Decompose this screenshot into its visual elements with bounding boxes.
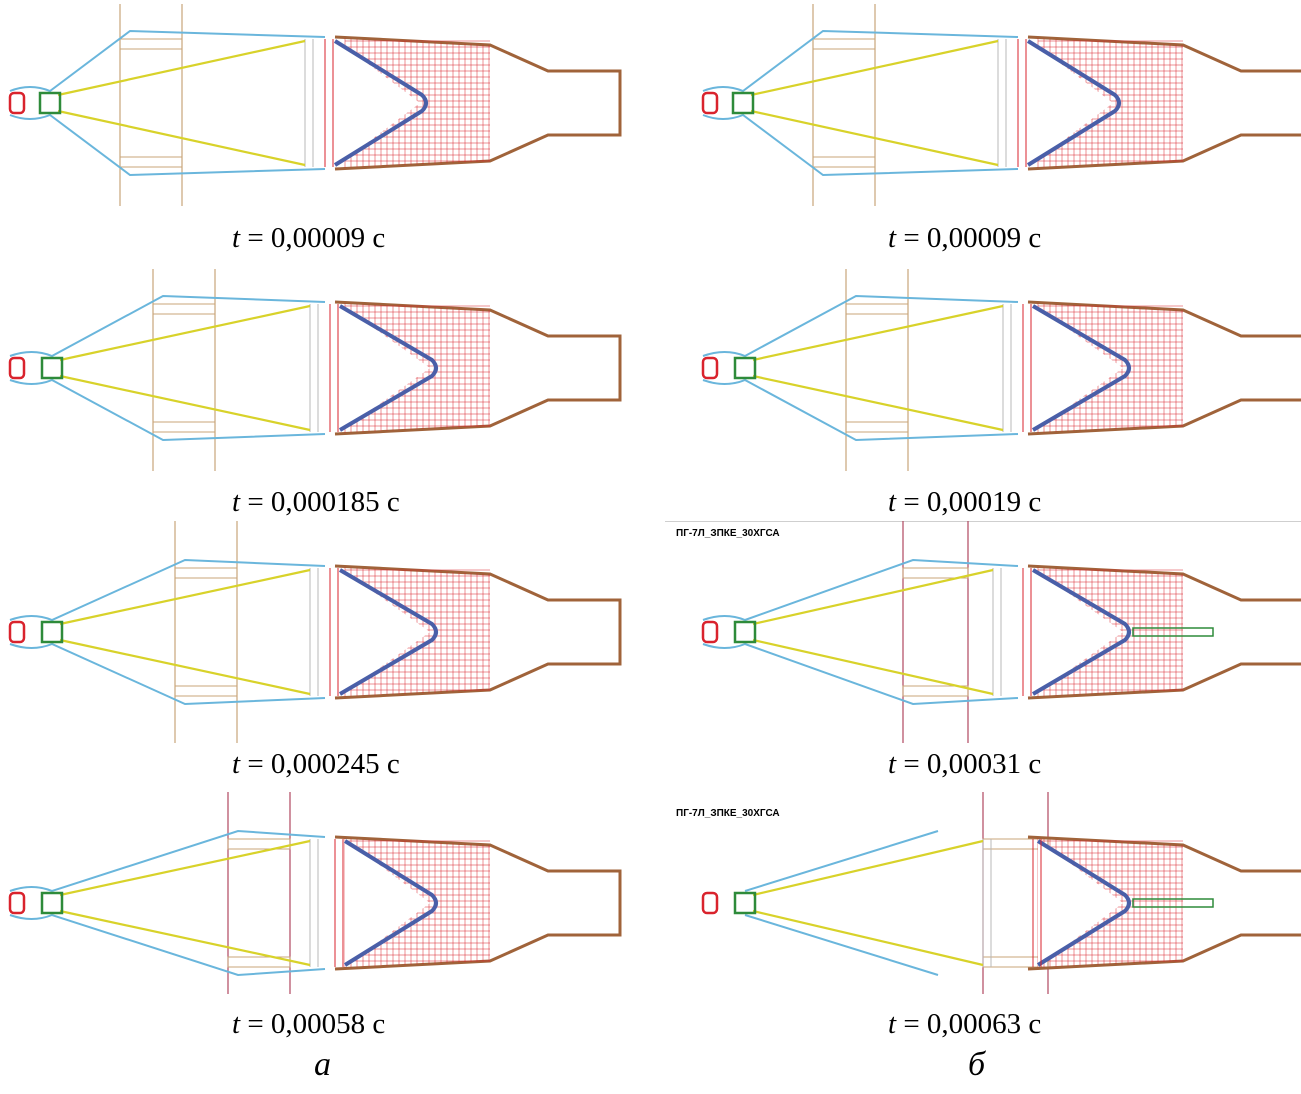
armor-plate [174, 521, 238, 743]
explosive-mesh [340, 567, 490, 697]
fuze [731, 91, 755, 115]
cone-liner [1031, 304, 1131, 432]
fuze [40, 620, 64, 644]
fuze [38, 91, 62, 115]
simulation-frame [8, 4, 622, 206]
charge-front [982, 839, 1042, 967]
explosive-mesh [344, 838, 490, 968]
cone-liner [1031, 568, 1131, 696]
cone-liner [343, 839, 438, 967]
inner-liner [750, 39, 999, 167]
explosive-mesh [1033, 303, 1183, 433]
inner-liner [59, 568, 311, 696]
warhead-body [334, 300, 622, 436]
armor-plate [227, 792, 291, 994]
simulation-header: ПГ-7Л_ЗПКЕ_30ХГСА [676, 528, 780, 539]
cone-liner [338, 304, 438, 432]
time-caption-a-1: t = 0,00009 с [232, 222, 386, 254]
warhead-body [1027, 564, 1301, 700]
fuze [40, 891, 64, 915]
column-label-b: б [968, 1046, 986, 1083]
simulation-frame [701, 521, 1301, 743]
explosive-mesh [1033, 567, 1183, 697]
time-caption-a-4: t = 0,00058 с [232, 1008, 386, 1040]
charge-front [1002, 304, 1032, 432]
cumulative-jet [1132, 627, 1214, 637]
inner-liner [57, 39, 306, 167]
nose-tip [701, 620, 719, 644]
fuze [40, 356, 64, 380]
warhead-body [334, 835, 622, 971]
warhead-body [1027, 835, 1301, 971]
panel-a-3 [0, 517, 640, 747]
explosive-mesh [1037, 838, 1183, 968]
panel-b-3 [665, 517, 1301, 747]
time-caption-b-1: t = 0,00009 с [888, 222, 1042, 254]
cumulative-jet [1132, 898, 1214, 908]
charge-front [309, 839, 344, 967]
panel-b-4 [665, 788, 1301, 998]
inner-liner [59, 839, 311, 967]
simulation-frame [8, 792, 622, 994]
nose-tip [8, 91, 26, 115]
nose-tip [701, 91, 719, 115]
warhead-body [1027, 35, 1301, 171]
panel-a-1 [0, 0, 640, 210]
warhead-body [1027, 300, 1301, 436]
nose-tip [8, 356, 26, 380]
nose-tip [701, 356, 719, 380]
cone-liner [1036, 839, 1131, 967]
panel-b-2 [665, 265, 1301, 475]
charge-front [992, 568, 1032, 696]
charge-front [997, 39, 1027, 167]
fuze [733, 620, 757, 644]
panel-a-4 [0, 788, 640, 998]
warhead-body [334, 564, 622, 700]
simulation-frame [8, 269, 622, 471]
column-label-a: а [314, 1046, 331, 1083]
simulation-frame [701, 269, 1301, 471]
time-caption-b-3: t = 0,00031 с [888, 748, 1042, 780]
cone-liner [1026, 39, 1121, 167]
ogive-shell [9, 29, 326, 177]
ogive-shell [9, 294, 326, 442]
ogive-shell [9, 829, 326, 977]
panel-b-1 [665, 0, 1301, 210]
ogive-shell [702, 294, 1019, 442]
ogive-shell [702, 29, 1019, 177]
nose-tip [8, 620, 26, 644]
panel-a-2 [0, 265, 640, 475]
inner-liner [59, 304, 311, 432]
charge-front [304, 39, 334, 167]
charge-front [309, 304, 339, 432]
simulation-frame [701, 792, 1301, 994]
inner-liner [752, 839, 984, 967]
ogive-shell [702, 558, 1019, 706]
time-caption-b-4: t = 0,00063 с [888, 1008, 1042, 1040]
simulation-frame [8, 521, 622, 743]
cone-liner [333, 39, 428, 167]
warhead-body [334, 35, 622, 171]
simulation-header: ПГ-7Л_ЗПКЕ_30ХГСА [676, 808, 780, 819]
cone-liner [338, 568, 438, 696]
time-caption-a-2: t = 0,000185 с [232, 486, 400, 518]
charge-front [309, 568, 339, 696]
time-caption-b-2: t = 0,00019 с [888, 486, 1042, 518]
ogive-shell [9, 558, 326, 706]
explosive-mesh [335, 38, 490, 168]
time-caption-a-3: t = 0,000245 с [232, 748, 400, 780]
nose-tip [8, 891, 26, 915]
armor-plate [902, 521, 969, 743]
panel-divider [665, 521, 1301, 522]
fuze [733, 891, 757, 915]
inner-liner [752, 304, 1004, 432]
explosive-mesh [1028, 38, 1183, 168]
ogive-shell [744, 830, 939, 976]
explosive-mesh [340, 303, 490, 433]
fuze [733, 356, 757, 380]
nose-tip [701, 891, 719, 915]
simulation-frame [701, 4, 1301, 206]
inner-liner [752, 568, 994, 696]
